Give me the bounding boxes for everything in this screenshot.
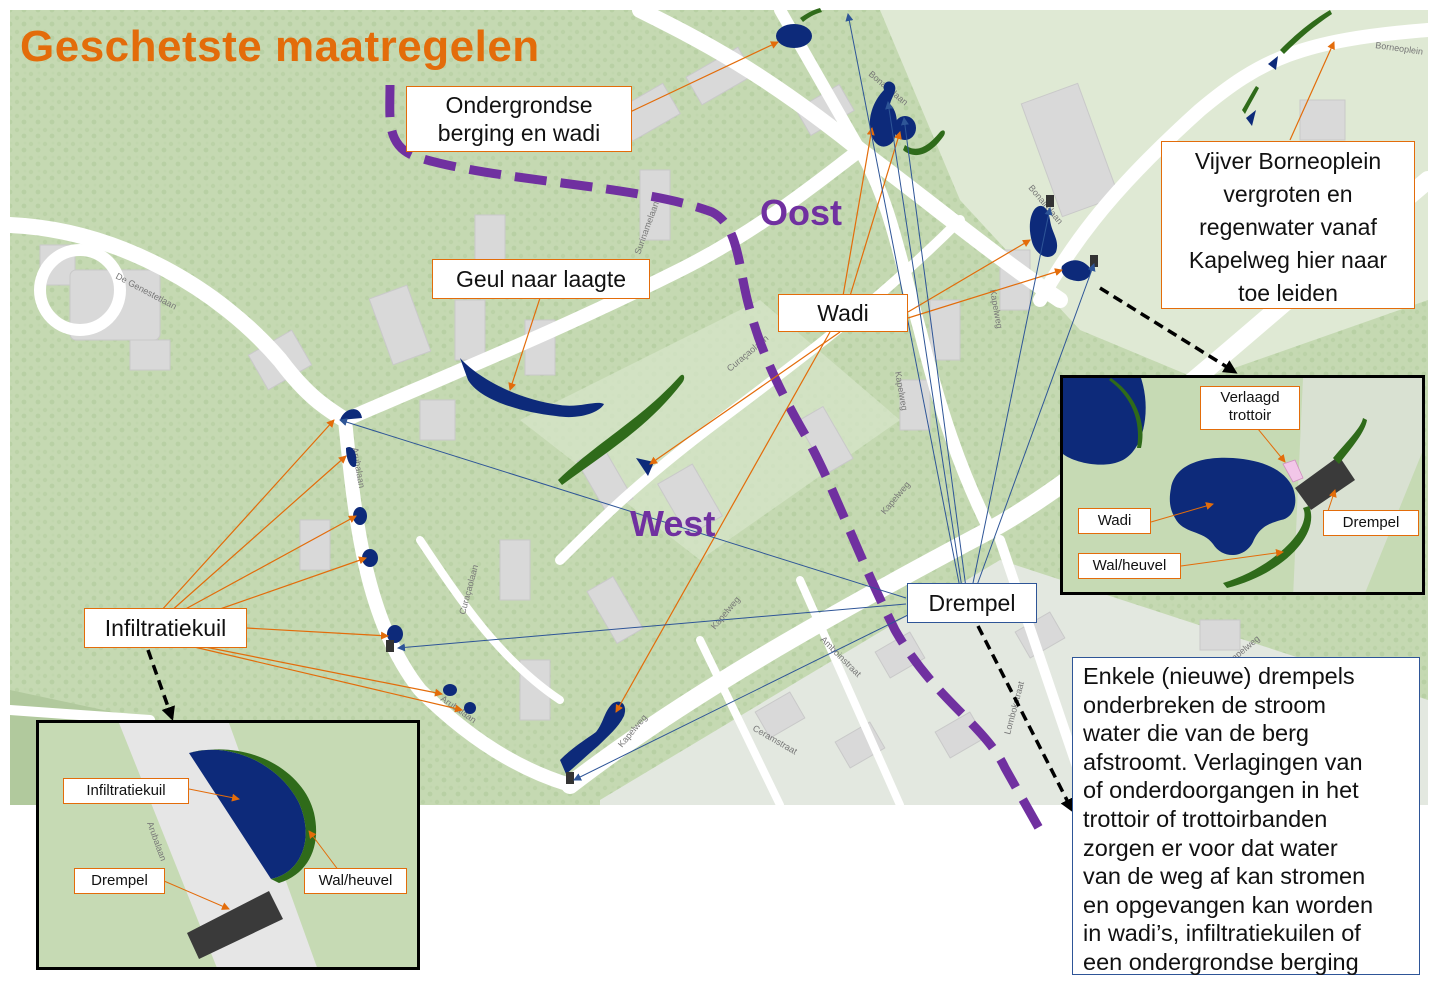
label-line: Ondergrondse (445, 92, 593, 118)
note-line: zorgen er voor dat water (1083, 834, 1338, 861)
explanation-note: Enkele (nieuwe) drempels onderbreken de … (1072, 657, 1420, 975)
label-line: Vijver Borneoplein (1194, 148, 1382, 174)
zone-label-west: West (630, 503, 716, 544)
inset-label-wadi: Wadi (1078, 508, 1151, 534)
page-title: Geschetste maatregelen (20, 22, 540, 71)
label-gully: Geul naar laagte (432, 259, 650, 299)
label-underground-storage: Ondergrondse berging en wadi (406, 86, 632, 152)
zone-boundary-line (385, 84, 1044, 833)
water-wadi-kapelweg (560, 701, 626, 774)
note-line: water die van de berg (1083, 720, 1310, 747)
water-bodies (340, 24, 1278, 774)
label-line: berging en wadi (437, 120, 601, 146)
inset-label-infiltration: Infiltratiekuil (63, 778, 189, 804)
inset-label-threshold: Drempel (74, 868, 165, 894)
roads (2, 2, 1437, 810)
inset-infiltration-detail: Arubalaan Infiltratiekuil Drempel Wal/he… (36, 720, 420, 970)
label-line: trottoir (1228, 407, 1272, 424)
inset-pointer-arrows (146, 286, 1238, 813)
note-line: onderbreken de stroom (1083, 691, 1326, 718)
inset-label-embankment: Wal/heuvel (304, 868, 407, 894)
embankments (558, 8, 1332, 485)
inset-pond-canvas (1063, 378, 1422, 592)
note-line: trottoir of trottoirbanden (1083, 805, 1328, 832)
label-wadi: Wadi (778, 294, 908, 332)
label-line: toe leiden (1238, 280, 1338, 306)
water-wadi-north (776, 24, 812, 48)
label-pond-borneoplein: Vijver Borneoplein vergroten en regenwat… (1161, 141, 1415, 309)
note-line: of onderdoorgangen in het (1083, 777, 1359, 804)
note-line: in wadi’s, infiltratiekuilen of (1083, 920, 1361, 947)
note-line: van de weg af kan stromen (1083, 863, 1366, 890)
inset-label-threshold: Drempel (1323, 510, 1419, 536)
threshold-marks (386, 195, 1098, 784)
water-wadi-bonaire (869, 81, 897, 147)
note-line: een ondergrondse berging (1083, 948, 1359, 975)
label-threshold: Drempel (907, 583, 1037, 623)
orange-arrows (159, 41, 1335, 713)
inset-infiltration-canvas: Arubalaan (39, 723, 417, 967)
inset-label-embankment: Wal/heuvel (1078, 553, 1181, 579)
label-line: Verlaagd (1220, 389, 1280, 406)
label-infiltration: Infiltratiekuil (84, 608, 247, 648)
note-line: afstroomt. Verlagingen van (1083, 748, 1363, 775)
label-line: vergroten en (1223, 181, 1353, 207)
label-line: Kapelweg hier naar (1188, 247, 1388, 273)
water-gully (460, 358, 604, 418)
label-line: regenwater vanaf (1199, 214, 1377, 240)
note-line: Enkele (nieuwe) drempels (1083, 663, 1355, 689)
inset-pond-detail: Verlaagd trottoir Wadi Drempel Wal/heuve… (1060, 375, 1425, 595)
inset-label-lowered-sidewalk: Verlaagd trottoir (1200, 386, 1300, 430)
note-line: en opgevangen kan worden (1083, 891, 1374, 918)
zone-label-east: Oost (760, 192, 843, 233)
water-pond-borneoplein (1029, 205, 1058, 257)
